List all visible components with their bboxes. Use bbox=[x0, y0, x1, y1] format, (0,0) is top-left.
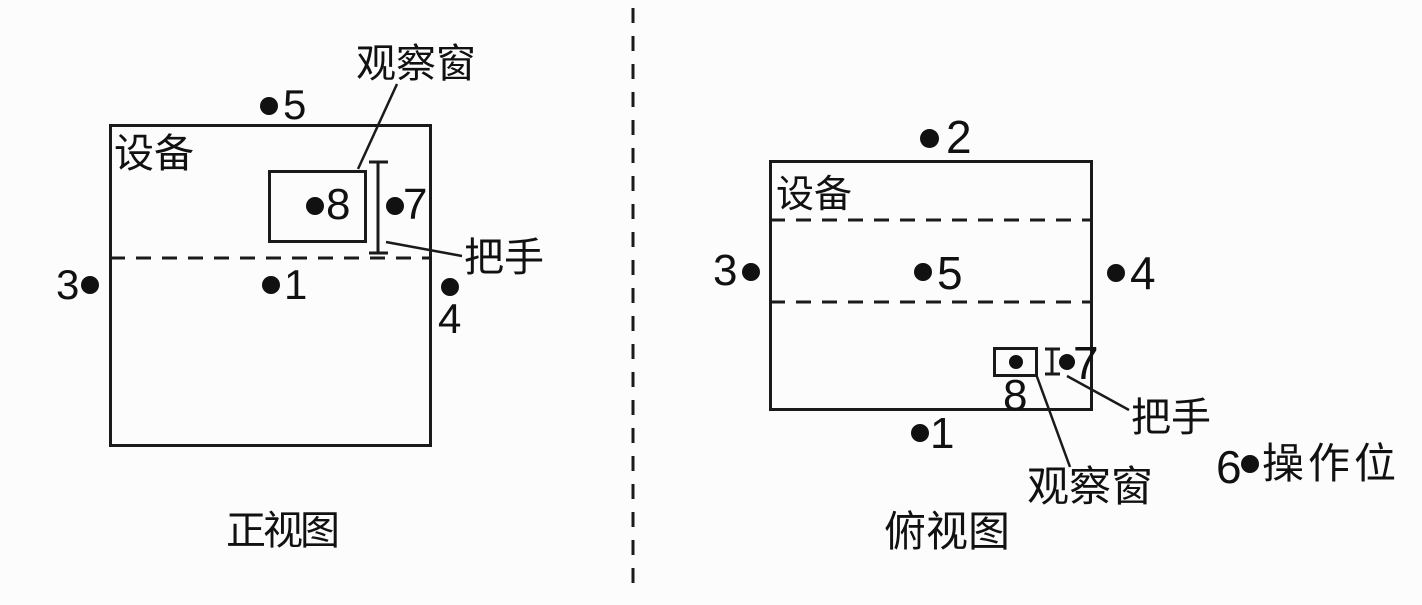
front-point-3-label: 3 bbox=[56, 261, 80, 308]
top-view-window-rect bbox=[993, 347, 1038, 377]
front-handle-label: 把手 bbox=[464, 235, 544, 281]
front-handle-shape bbox=[369, 160, 388, 255]
front-view-outer-rect bbox=[109, 124, 432, 447]
top-view-caption: 俯视图 bbox=[884, 507, 1011, 556]
top-point-4-label: 4 bbox=[1130, 247, 1156, 299]
top-operator-label: 操作位 bbox=[1262, 439, 1401, 488]
front-point-1-dot bbox=[262, 276, 280, 294]
front-handle-leader-line bbox=[385, 240, 463, 258]
top-point-8-label: 8 bbox=[1003, 371, 1028, 420]
front-point-7-label: 7 bbox=[403, 180, 428, 229]
front-window-label: 观察窗 bbox=[356, 41, 476, 87]
front-point-1-label: 1 bbox=[284, 261, 308, 308]
top-point-2-dot bbox=[920, 129, 939, 148]
top-point-8-dot bbox=[1009, 355, 1023, 369]
top-point-3-dot bbox=[742, 263, 760, 281]
front-point-5-label: 5 bbox=[283, 81, 307, 128]
top-view-outer-rect bbox=[769, 160, 1093, 411]
top-handle-label: 把手 bbox=[1131, 395, 1211, 441]
front-point-7-dot bbox=[386, 197, 404, 215]
front-point-8-label: 8 bbox=[326, 180, 351, 229]
top-point-1-dot bbox=[911, 424, 929, 442]
top-handle-shape bbox=[1045, 347, 1060, 376]
top-point-7-label: 7 bbox=[1073, 337, 1099, 389]
top-point-4-dot bbox=[1107, 264, 1125, 282]
top-device-label: 设备 bbox=[776, 172, 853, 216]
front-point-4-dot bbox=[441, 278, 459, 296]
top-point-3-label: 3 bbox=[713, 246, 738, 295]
top-point-5-dot bbox=[914, 263, 932, 281]
top-point-6-label: 6 bbox=[1216, 441, 1242, 493]
front-point-4-label: 4 bbox=[438, 295, 462, 342]
top-handle-leader-line bbox=[1066, 374, 1130, 412]
front-point-3-dot bbox=[81, 276, 99, 294]
top-window-label: 观察窗 bbox=[1027, 462, 1154, 511]
top-point-7-dot bbox=[1059, 354, 1075, 370]
front-device-label: 设备 bbox=[114, 131, 194, 177]
front-view-caption: 正视图 bbox=[226, 508, 340, 554]
front-point-5-dot bbox=[260, 97, 278, 115]
front-point-8-dot bbox=[306, 197, 324, 215]
top-point-5-label: 5 bbox=[937, 247, 963, 299]
top-point-1-label: 1 bbox=[930, 409, 955, 458]
front-view-window-rect bbox=[268, 170, 367, 243]
top-window-leader-line bbox=[1034, 373, 1072, 468]
top-point-2-label: 2 bbox=[946, 111, 972, 163]
top-point-6-dot bbox=[1241, 455, 1259, 473]
